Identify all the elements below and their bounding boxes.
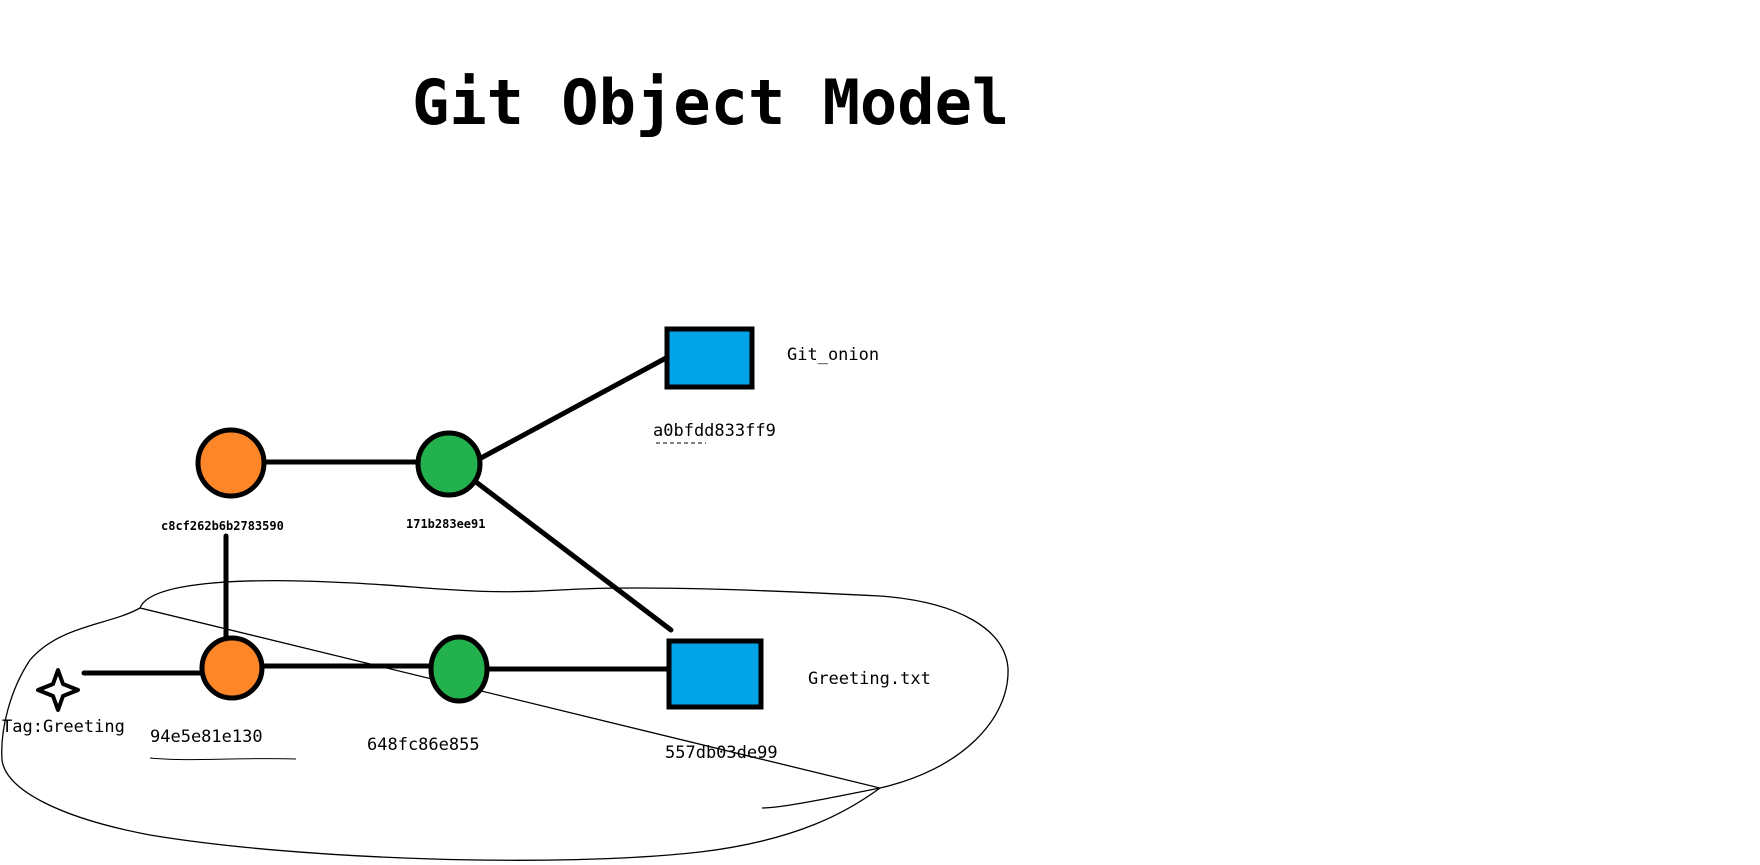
blob-filename-label: Git_onion bbox=[787, 345, 879, 365]
blob-hash-label: a0bfdd833ff9 bbox=[653, 421, 776, 441]
blob-node-a0bfdd8 bbox=[664, 326, 755, 390]
commit-node-c8cf262 bbox=[195, 427, 267, 499]
highlight-outline bbox=[1, 580, 1009, 861]
blob-filename-label: Greeting.txt bbox=[808, 669, 931, 689]
tree-node-648fc86 bbox=[428, 634, 490, 704]
blob-hash-label: 557db03de99 bbox=[665, 743, 778, 763]
commit-hash-label: 94e5e81e130 bbox=[150, 727, 263, 747]
blob-node-557db03 bbox=[666, 638, 764, 710]
tree-hash-label: 648fc86e855 bbox=[367, 735, 480, 755]
commit-hash-label: c8cf262b6b2783590 bbox=[161, 519, 284, 533]
tree-hash-label: 171b283ee91 bbox=[406, 517, 485, 531]
tree-node-171b283 bbox=[415, 430, 483, 498]
edge-tree-old-blob-onion bbox=[478, 355, 669, 461]
edges bbox=[81, 355, 674, 676]
underline-mark bbox=[149, 757, 297, 761]
page-title: Git Object Model bbox=[412, 66, 1009, 139]
tag-star-icon bbox=[36, 668, 80, 712]
edge-tree-old-blob-greet bbox=[473, 479, 674, 633]
tag-label: Tag:Greeting bbox=[2, 717, 125, 737]
commit-node-94e5e81 bbox=[199, 635, 265, 701]
